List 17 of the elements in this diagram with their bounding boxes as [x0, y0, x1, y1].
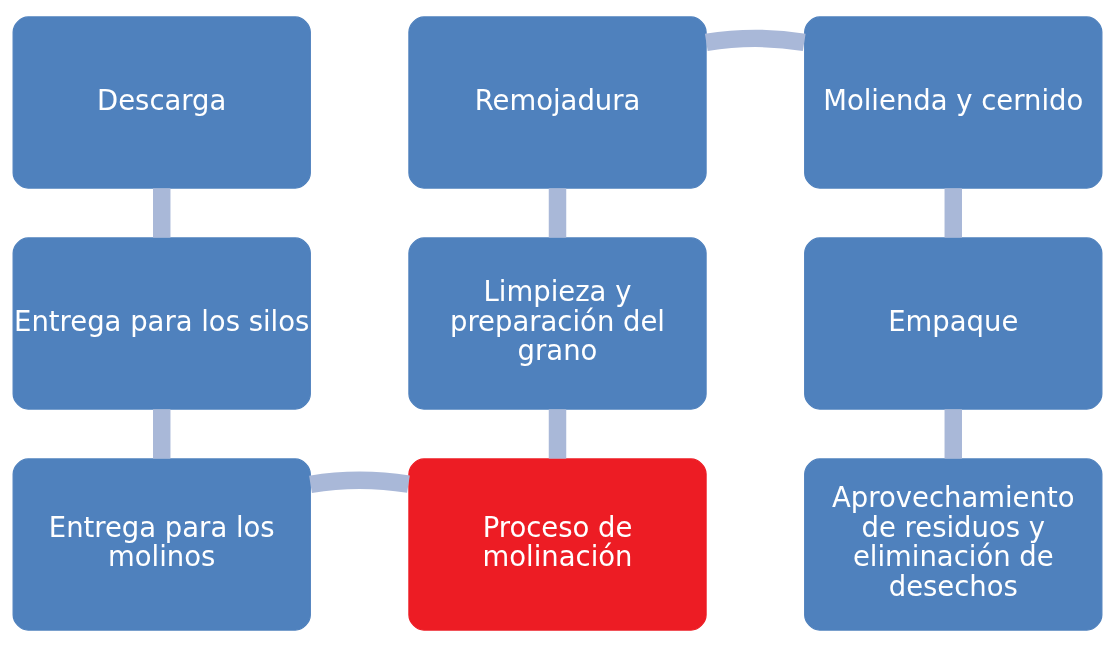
- connector: [944, 409, 962, 459]
- node-box: Proceso de molinación: [408, 458, 707, 631]
- connector: [548, 188, 567, 238]
- connector: [153, 409, 171, 459]
- node-box: Remojadura: [408, 16, 707, 189]
- connector: [705, 29, 806, 51]
- connector: [153, 188, 171, 238]
- node-box: Entrega para los molinos: [12, 458, 311, 631]
- node-box: Limpieza y preparación del grano: [408, 237, 707, 410]
- node-box: Entrega para los silos: [12, 237, 311, 410]
- connector: [309, 471, 410, 493]
- node-box: Aprovechamiento de residuos y eliminación de desechos: [804, 458, 1103, 631]
- node-box: Empaque: [804, 237, 1103, 410]
- node-box: Molienda y cernido: [804, 16, 1103, 189]
- connector: [548, 409, 567, 459]
- connector: [944, 188, 962, 238]
- node-box: Descarga: [12, 16, 311, 189]
